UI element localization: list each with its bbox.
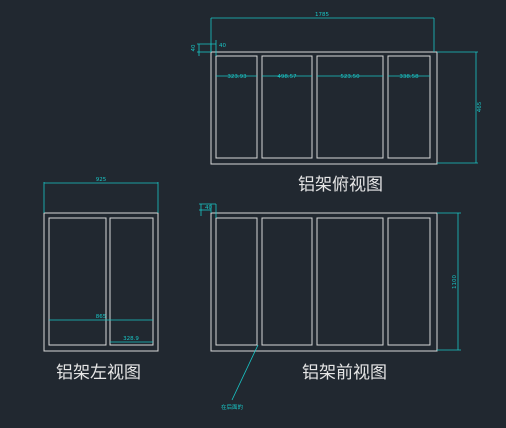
top-depth-dimension: 465 [437,51,483,164]
front-offset-dimension: 40 [199,203,217,218]
top-bay-width-4: 338.58 [399,74,419,80]
front-note-label: 在后面的 [221,403,244,411]
front-view: 1100 40 在后面的 铝架前视图 [199,203,461,411]
left-bay-width-dimension: 328.9 [110,336,153,343]
top-bay-width-3: 523.50 [340,74,360,80]
top-overall-width-label: 1785 [315,12,329,18]
left-overall-width-label: 925 [96,177,107,183]
left-overall-width-dimension: 925 [43,177,159,213]
left-bay-width-label: 328.9 [123,336,139,342]
front-view-title: 铝架前视图 [302,363,387,383]
left-inner-width-label: 865 [96,314,107,320]
top-depth-label: 465 [477,101,483,112]
left-view: 925 865 328.9 铝架左视图 [43,177,159,383]
left-view-frame [43,212,159,352]
top-offset-dimension: 40 40 [191,40,226,56]
top-offset-vertical-label: 40 [191,44,197,51]
top-offset-horizontal-label: 40 [219,43,226,49]
front-height-dimension: 1100 [437,212,461,351]
top-bay-dimensions: 323.93 498.57 523.50 338.58 [216,74,430,80]
left-inner-width-dimension: 865 [49,314,153,321]
front-offset-label: 40 [205,205,212,211]
front-note-leader: 在后面的 [221,344,259,411]
top-bay-width-1: 323.93 [227,74,247,80]
top-overall-width-dimension: 1785 [210,12,435,52]
left-view-title: 铝架左视图 [56,363,141,383]
front-height-label: 1100 [452,275,458,289]
top-view-frame [210,51,438,165]
top-view-title: 铝架俯视图 [298,175,383,195]
top-bay-width-2: 498.57 [277,74,297,80]
top-view: 1785 465 40 40 323.93 498.57 523 [191,12,483,195]
front-view-frame [210,212,438,352]
